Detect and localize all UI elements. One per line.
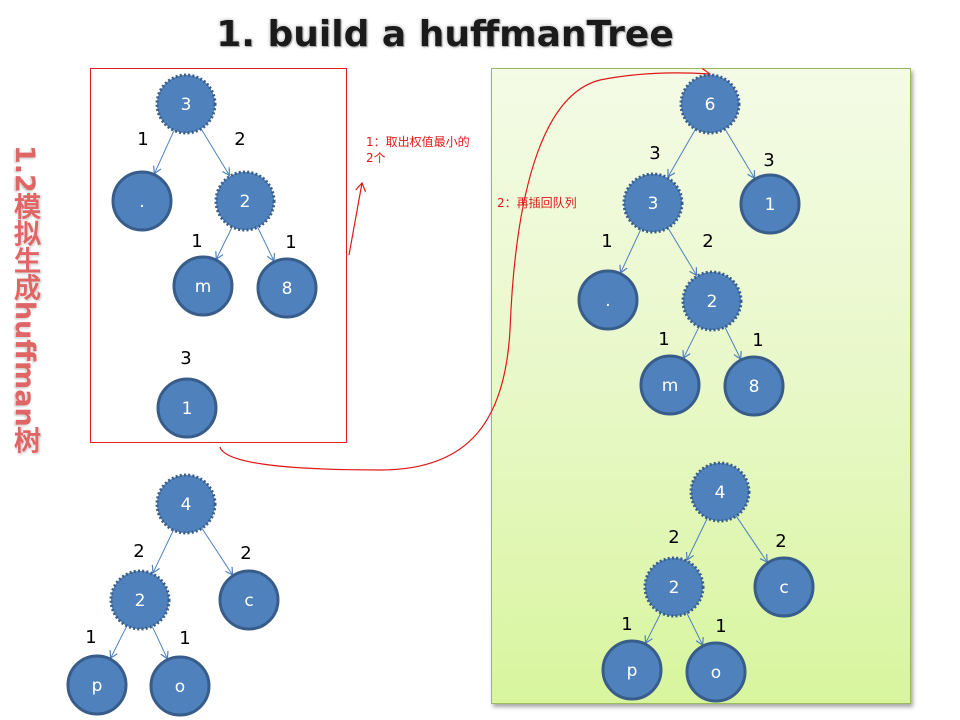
internal-node	[679, 73, 741, 135]
step1-note: 1：取出权值最小的2个	[366, 135, 470, 165]
leaf-node	[753, 556, 815, 618]
node-label: p	[92, 676, 103, 696]
single-node-weight: 3	[180, 348, 191, 369]
leaf-node	[256, 257, 318, 319]
tree-edge	[215, 226, 233, 261]
right-queue-tree-b-tree: 2 2 1 1 4 2 c p o	[601, 461, 815, 703]
tree-edge	[200, 128, 231, 177]
leaf-node	[601, 639, 663, 701]
tree-edge	[153, 130, 175, 175]
node-label: c	[779, 578, 788, 598]
tree-edge	[257, 226, 276, 263]
leaf-node	[639, 354, 701, 416]
tree-edge	[109, 625, 128, 660]
tree-edge	[724, 128, 756, 180]
selection-box	[90, 68, 347, 443]
node-label: .	[139, 192, 144, 212]
edge-weight-label: 2	[133, 541, 144, 562]
leaf-node	[156, 377, 218, 439]
internal-node	[689, 461, 751, 523]
tree-edge	[201, 527, 234, 576]
internal-node	[214, 170, 276, 232]
tree-edge	[667, 227, 698, 277]
edge-weight-label: 2	[234, 129, 245, 150]
tree-edge	[735, 515, 768, 564]
edge-weight-label: 2	[668, 527, 679, 548]
step2-curve	[219, 67, 712, 471]
node-label: m	[662, 376, 679, 396]
internal-node	[681, 270, 743, 332]
step1-arrow	[348, 181, 367, 256]
edge-weight-label: 1	[715, 616, 726, 637]
node-label: c	[244, 591, 253, 611]
edge-weight-label: 1	[601, 231, 612, 252]
node-label: o	[711, 663, 721, 683]
internal-node	[643, 556, 705, 618]
leaf-node	[685, 641, 747, 703]
node-label: .	[605, 291, 610, 311]
edge-weight-label: 2	[240, 543, 251, 564]
edge-weight-label: 1	[85, 627, 96, 648]
leaf-node	[739, 173, 801, 235]
edge-weight-label: 1	[621, 614, 632, 635]
leaf-node	[66, 654, 128, 716]
node-label: 2	[135, 591, 146, 611]
node-label: 4	[715, 483, 726, 503]
leaf-node	[218, 569, 280, 631]
edge-weight-label: 1	[191, 231, 202, 252]
internal-node	[109, 569, 171, 631]
tree-edge	[151, 626, 169, 660]
node-label: o	[175, 677, 185, 697]
tree-edge	[151, 529, 174, 575]
edge-weight-label: 2	[702, 231, 713, 252]
tree-edge	[724, 326, 742, 361]
edge-weight-label: 2	[775, 531, 786, 552]
internal-node	[155, 73, 217, 135]
node-label: 1	[765, 195, 776, 215]
leaf-node	[149, 655, 211, 717]
side-title: 1.2模拟生成huffman树	[9, 145, 40, 454]
edge-weight-label: 1	[752, 330, 763, 351]
result-panel	[491, 68, 911, 704]
edge-weight-label: 1	[137, 129, 148, 150]
tree-edge	[667, 128, 696, 179]
merged-tree-tree: 3 3 1 2 1 1 6 3 1. 2 m 8	[577, 73, 801, 417]
edge-weight-label: 1	[179, 628, 190, 649]
node-label: m	[195, 277, 212, 297]
edge-weight-label: 3	[649, 143, 660, 164]
node-label: 6	[705, 95, 716, 115]
tree-edge	[685, 517, 708, 562]
tree-edge	[619, 229, 642, 274]
step2-note: 2：再插回队列	[497, 196, 577, 210]
leaf-node	[172, 255, 234, 317]
edge-weight-label: 1	[658, 329, 669, 350]
slide-title: 1. build a huffmanTree	[216, 14, 674, 55]
node-label: 2	[707, 292, 718, 312]
tree-edge	[682, 326, 700, 360]
tree-edge	[686, 612, 704, 647]
node-label: 8	[749, 377, 760, 397]
left-queue-tree-a-tree: 1 2 1 1 3. 2 m 8	[111, 73, 318, 319]
node-label: p	[627, 661, 638, 681]
node-label: 3	[648, 194, 659, 214]
node-label: 2	[669, 578, 680, 598]
node-label: 2	[240, 192, 251, 212]
left-queue-tree-b-tree: 2 2 1 1 4 2 c p o	[66, 473, 280, 717]
leaf-node	[577, 269, 639, 331]
leaf-node	[723, 355, 785, 417]
node-label: 4	[181, 495, 192, 515]
node-label: 3	[181, 95, 192, 115]
internal-node	[155, 473, 217, 535]
node-label: 1	[182, 399, 193, 419]
single-node-group: 31	[156, 348, 218, 439]
tree-edge	[644, 612, 662, 645]
internal-node	[622, 172, 684, 234]
node-label: 8	[282, 279, 293, 299]
edge-weight-label: 1	[285, 232, 296, 253]
leaf-node	[111, 170, 173, 232]
edge-weight-label: 3	[763, 150, 774, 171]
